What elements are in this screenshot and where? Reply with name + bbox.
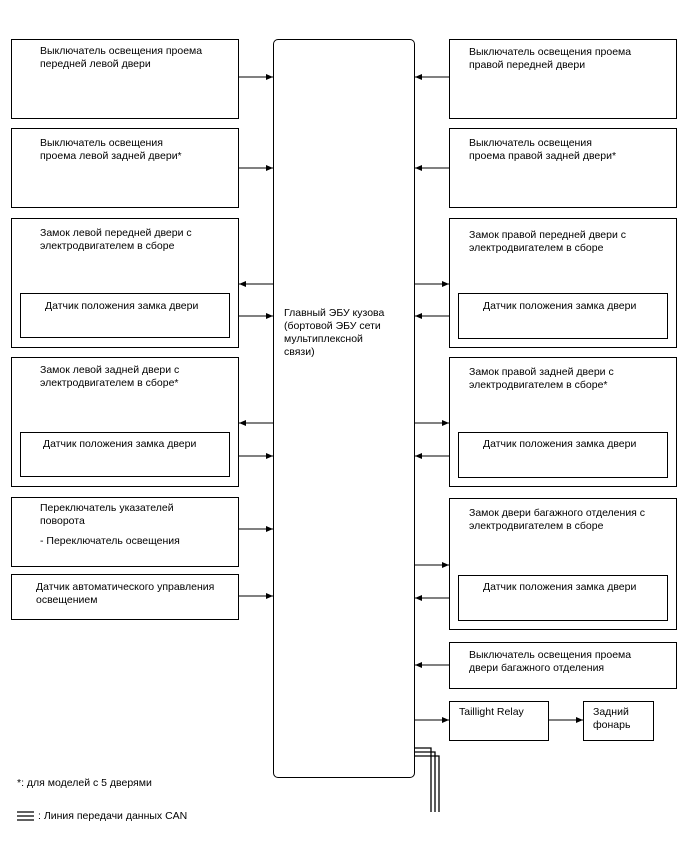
fr-sensor-label: Датчик положения замка двери: [483, 300, 637, 312]
auto-light-sensor-label: Датчик автоматического управления освеще…: [36, 581, 215, 606]
rl-sensor-label: Датчик положения замка двери: [43, 438, 197, 450]
rr-sensor-label: Датчик положения замка двери: [483, 438, 637, 450]
back-door-lock-position-sensor: Датчик положения замка двери: [458, 575, 668, 621]
can-legend-icon: [17, 811, 34, 821]
fr-door-lock-position-sensor: Датчик положения замка двери: [458, 293, 668, 339]
taillight-relay-label: Taillight Relay: [459, 706, 524, 718]
turn-switch-label: Переключатель указателей поворота: [40, 502, 174, 527]
rl-door-lock-label: Замок левой задней двери с электродвигат…: [40, 364, 180, 389]
rr-door-courtesy-switch: Выключатель освещения проема правой задн…: [449, 128, 677, 208]
rr-door-lock-position-sensor: Датчик положения замка двери: [458, 432, 668, 478]
light-control-switch-label: - Переключатель освещения: [40, 535, 180, 547]
fl-door-courtesy-switch: Выключатель освещения проема передней ле…: [11, 39, 239, 119]
fl-door-lock-label: Замок левой передней двери с электродвиг…: [40, 227, 192, 252]
back-door-lock-label: Замок двери багажного отделения с электр…: [469, 507, 646, 532]
rl-door-courtesy-switch: Выключатель освещения проема левой задне…: [11, 128, 239, 208]
fl-door-courtesy-label: Выключатель освещения проема передней ле…: [40, 45, 203, 70]
rr-door-lock-label: Замок правой задней двери с электродвига…: [469, 366, 614, 391]
fr-door-lock-label: Замок правой передней двери с электродви…: [469, 229, 627, 254]
tail-light: Задний фонарь: [583, 701, 654, 741]
fr-door-courtesy-label: Выключатель освещения проема правой пере…: [469, 46, 632, 71]
fr-door-courtesy-switch: Выключатель освещения проема правой пере…: [449, 39, 677, 119]
rl-door-lock-position-sensor: Датчик положения замка двери: [20, 432, 230, 477]
back-door-courtesy-switch: Выключатель освещения проема двери багаж…: [449, 642, 677, 689]
can-bus-line: [415, 747, 440, 812]
back-door-courtesy-label: Выключатель освещения проема двери багаж…: [469, 649, 632, 674]
turn-signal-switch: Переключатель указателей поворота - Пере…: [11, 497, 239, 567]
main-body-ecu: Главный ЭБУ кузова (бортовой ЭБУ сети му…: [273, 39, 415, 778]
fl-door-lock-position-sensor: Датчик положения замка двери: [20, 293, 230, 338]
taillight-relay: Taillight Relay: [449, 701, 549, 741]
footnote: *: для моделей с 5 дверями: [17, 777, 152, 789]
fl-sensor-label: Датчик положения замка двери: [45, 300, 199, 312]
rl-door-courtesy-label: Выключатель освещения проема левой задне…: [40, 137, 182, 162]
ecu-label: Главный ЭБУ кузова (бортовой ЭБУ сети му…: [284, 307, 385, 358]
tail-light-label: Задний фонарь: [593, 706, 631, 731]
rr-door-courtesy-label: Выключатель освещения проема правой задн…: [469, 137, 617, 162]
back-door-sensor-label: Датчик положения замка двери: [483, 581, 637, 593]
can-legend-label: : Линия передачи данных CAN: [38, 810, 188, 822]
auto-light-control-sensor: Датчик автоматического управления освеще…: [11, 574, 239, 620]
